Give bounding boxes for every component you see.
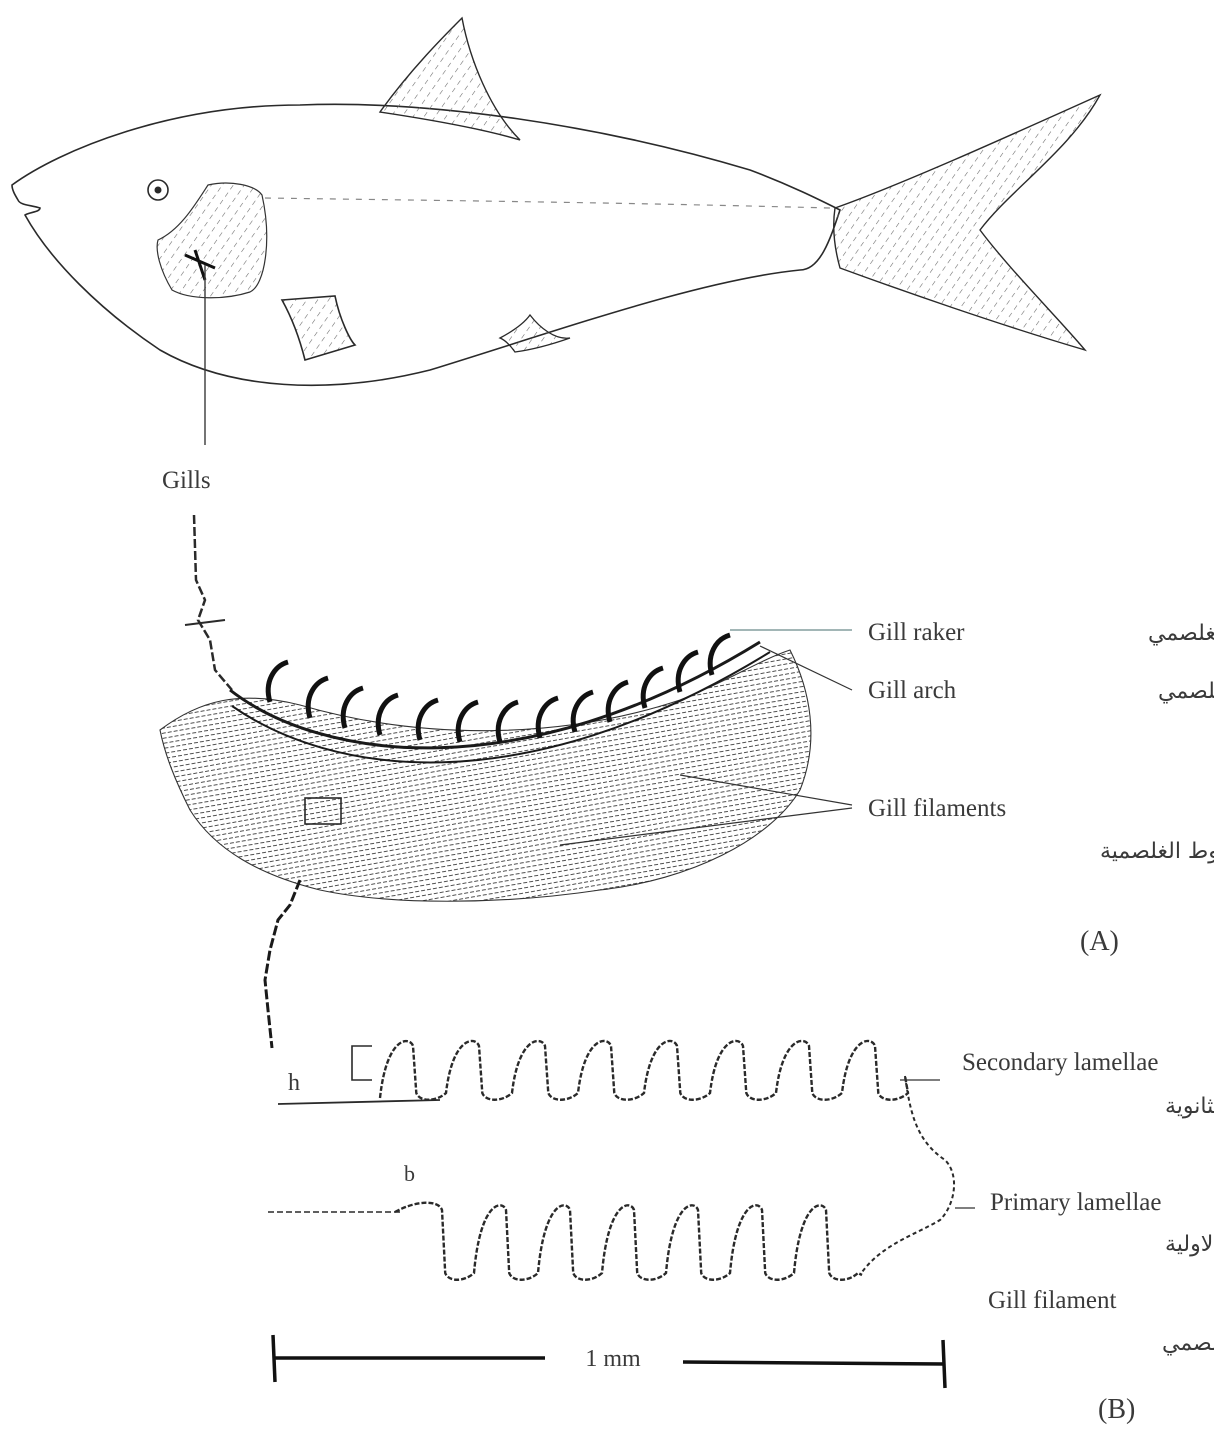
fish-drawing	[12, 18, 1100, 445]
baseline	[278, 1100, 440, 1104]
gill-arch-drawing	[160, 635, 811, 1048]
scale-label: 1 mm	[585, 1346, 641, 1372]
gill-raker-label: Gill raker	[868, 619, 965, 646]
b-label: b	[404, 1161, 415, 1186]
pectoral-fin	[282, 296, 355, 360]
panel-b-label: (B)	[1098, 1394, 1135, 1425]
filament-connector	[265, 880, 300, 1048]
gills-connector	[194, 515, 232, 690]
gill-filaments-label: Gill filaments	[868, 795, 1006, 822]
panel-a-label: (A)	[1080, 926, 1119, 957]
operculum-gill-patch	[157, 183, 267, 298]
secondary-lamellae-label: Secondary lamellae	[962, 1049, 1158, 1076]
gill-raker	[268, 662, 288, 702]
gill-filament-label-ar: الخيط الغلصمي	[1162, 1331, 1214, 1356]
h-label: h	[288, 1070, 300, 1096]
primary-lamellae-label: Primary lamellae	[990, 1189, 1161, 1216]
gill-filaments-mass	[160, 650, 811, 901]
gills-label: Gills	[162, 467, 211, 494]
secondary-lamellae-label-ar: الصفائح الثانوية	[1165, 1094, 1214, 1119]
gill-filaments-label-ar: الخيوط الغلصمية	[1100, 839, 1214, 864]
dorsal-fin	[380, 18, 520, 140]
gill-arch-label-ar: القوس الغلصمي	[1158, 679, 1214, 704]
caudal-fin	[834, 95, 1100, 350]
filament-right-edge	[860, 1076, 954, 1275]
primary-lamellae-label-ar: الصفائح الاولية	[1165, 1232, 1214, 1257]
gill-arch-label: Gill arch	[868, 677, 957, 704]
fish-body-outline	[12, 104, 840, 385]
gill-filament-label: Gill filament	[988, 1287, 1116, 1314]
lateral-line	[265, 198, 830, 208]
pelvic-fin	[500, 315, 570, 352]
secondary-lamellae-wave	[380, 1041, 908, 1100]
primary-lamellae-wave	[395, 1203, 862, 1280]
h-bracket	[352, 1046, 372, 1080]
lamellae-drawing	[268, 1041, 954, 1280]
gill-raker-label-ar: السن الغلصمي	[1148, 621, 1214, 646]
